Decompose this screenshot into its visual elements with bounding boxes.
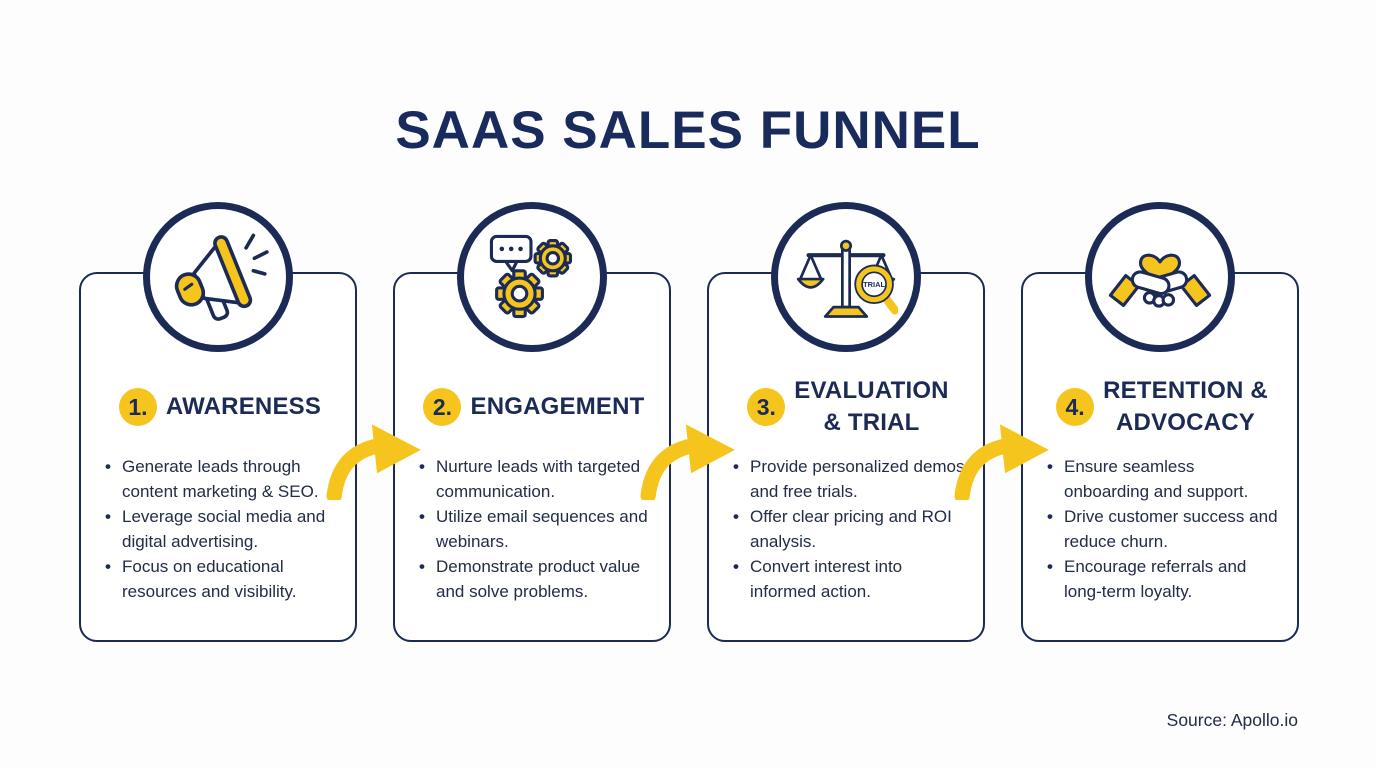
bullet-item: Leverage social media and digital advert…: [103, 504, 337, 554]
megaphone-icon: [174, 233, 269, 321]
stage-card-retention-advocacy: 4. RETENTION & ADVOCACY Ensure seamless …: [1021, 202, 1299, 642]
stage-number-badge: 4.: [1056, 388, 1095, 426]
stage-name: AWARENESS: [165, 393, 322, 421]
stage-icon-circle: [457, 202, 607, 352]
stage-title: 2. ENGAGEMENT: [417, 374, 651, 440]
bullet-item: Provide personalized demos and free tria…: [731, 454, 965, 504]
stage-number-badge: 3.: [747, 388, 786, 426]
bullet-item: Convert interest into informed action.: [731, 554, 965, 604]
bullet-item: Focus on educational resources and visib…: [103, 554, 337, 604]
stage-number-badge: 2.: [423, 388, 462, 426]
stage-name: RETENTION & ADVOCACY: [1103, 377, 1268, 436]
bullet-item: Utilize email sequences and webinars.: [417, 504, 651, 554]
stage-bullets: Ensure seamless onboarding and support. …: [1045, 454, 1279, 604]
magnifier-label: TRIAL: [863, 280, 885, 289]
chat-gears-icon: [489, 234, 573, 319]
stage-icon-circle: [143, 202, 293, 352]
stage-bullets: Provide personalized demos and free tria…: [731, 454, 965, 604]
stage-title: 4. RETENTION & ADVOCACY: [1045, 374, 1279, 440]
page-title: SAAS SALES FUNNEL: [395, 100, 981, 160]
source-attribution: Source: Apollo.io: [1166, 710, 1298, 730]
bullet-item: Ensure seamless onboarding and support.: [1045, 454, 1279, 504]
stage-title: 1. AWARENESS: [103, 374, 337, 440]
flow-arrow-icon: [326, 424, 421, 500]
bullet-item: Encourage referrals and long-term loyalt…: [1045, 554, 1279, 604]
stage-icon-circle: TRIAL: [771, 202, 921, 352]
scales-magnifier-icon: TRIAL: [796, 239, 898, 318]
bullet-item: Nurture leads with targeted communicatio…: [417, 454, 651, 504]
stage-card-engagement: 2. ENGAGEMENT Nurture leads with targete…: [393, 202, 671, 642]
stage-name: ENGAGEMENT: [470, 393, 645, 421]
stage-card-evaluation-trial: TRIAL 3. EVALUATION & TRIAL Provide pers…: [707, 202, 985, 642]
stage-name: EVALUATION & TRIAL: [794, 377, 949, 436]
stage-bullets: Nurture leads with targeted communicatio…: [417, 454, 651, 604]
stage-title: 3. EVALUATION & TRIAL: [731, 374, 965, 440]
stage-number-badge: 1.: [118, 388, 157, 426]
bullet-item: Demonstrate product value and solve prob…: [417, 554, 651, 604]
bullet-item: Drive customer success and reduce churn.: [1045, 504, 1279, 554]
flow-arrow-icon: [640, 424, 735, 500]
flow-arrow-icon: [954, 424, 1049, 500]
stage-card-awareness: 1. AWARENESS Generate leads through cont…: [79, 202, 357, 642]
stage-bullets: Generate leads through content marketing…: [103, 454, 337, 604]
stage-icon-circle: [1085, 202, 1235, 352]
bullet-item: Generate leads through content marketing…: [103, 454, 337, 504]
heart-handshake-icon: [1108, 253, 1212, 308]
bullet-item: Offer clear pricing and ROI analysis.: [731, 504, 965, 554]
